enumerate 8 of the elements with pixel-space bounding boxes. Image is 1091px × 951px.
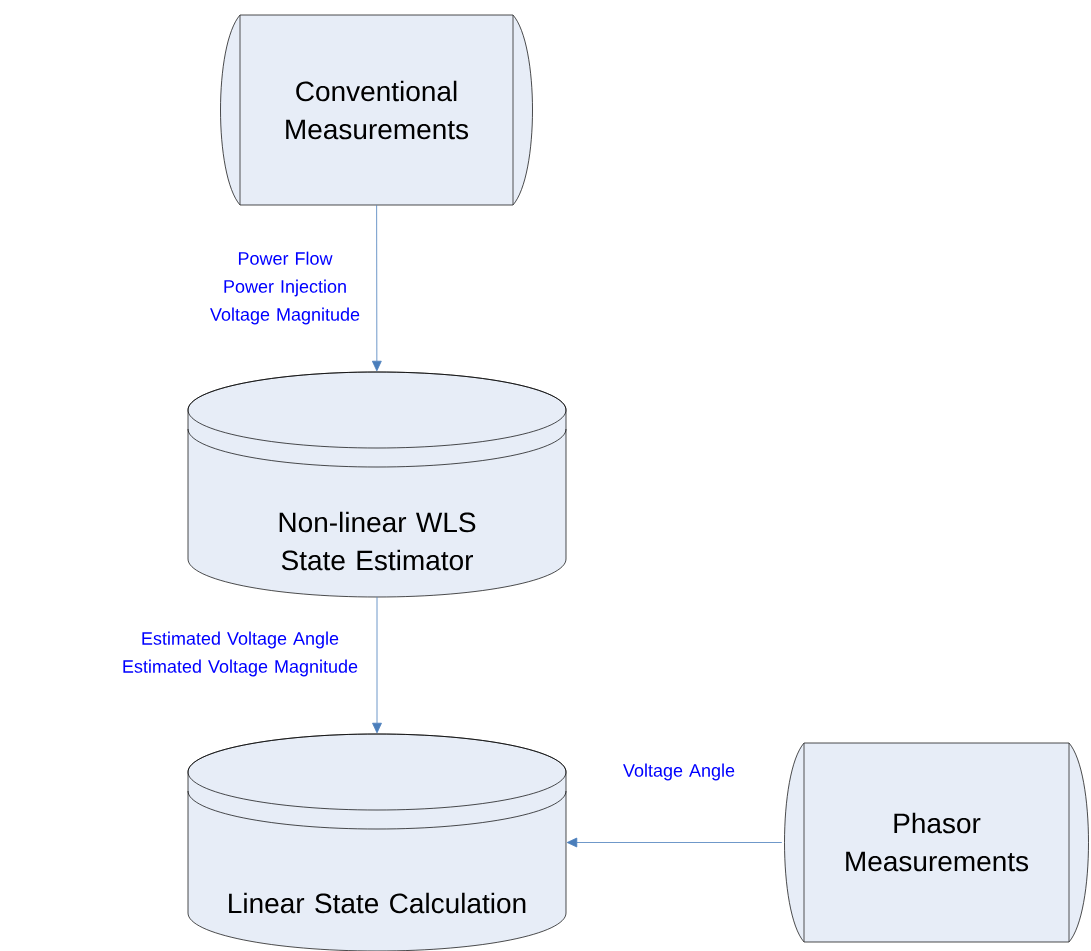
edge-label: Estimated Voltage Angle Estimated Voltage Magnitude xyxy=(123,631,358,677)
database-cylinder: Linear State Calculation xyxy=(187,733,567,951)
arrow xyxy=(372,596,382,734)
edge-label: Voltage Angle xyxy=(623,763,735,781)
arrow xyxy=(566,837,783,848)
arrow xyxy=(371,204,382,372)
database-cylinder: Non-linear WLS State Estimator xyxy=(187,371,567,598)
edge-label: Power Flow Power Injection Voltage Magnitude xyxy=(210,251,360,325)
